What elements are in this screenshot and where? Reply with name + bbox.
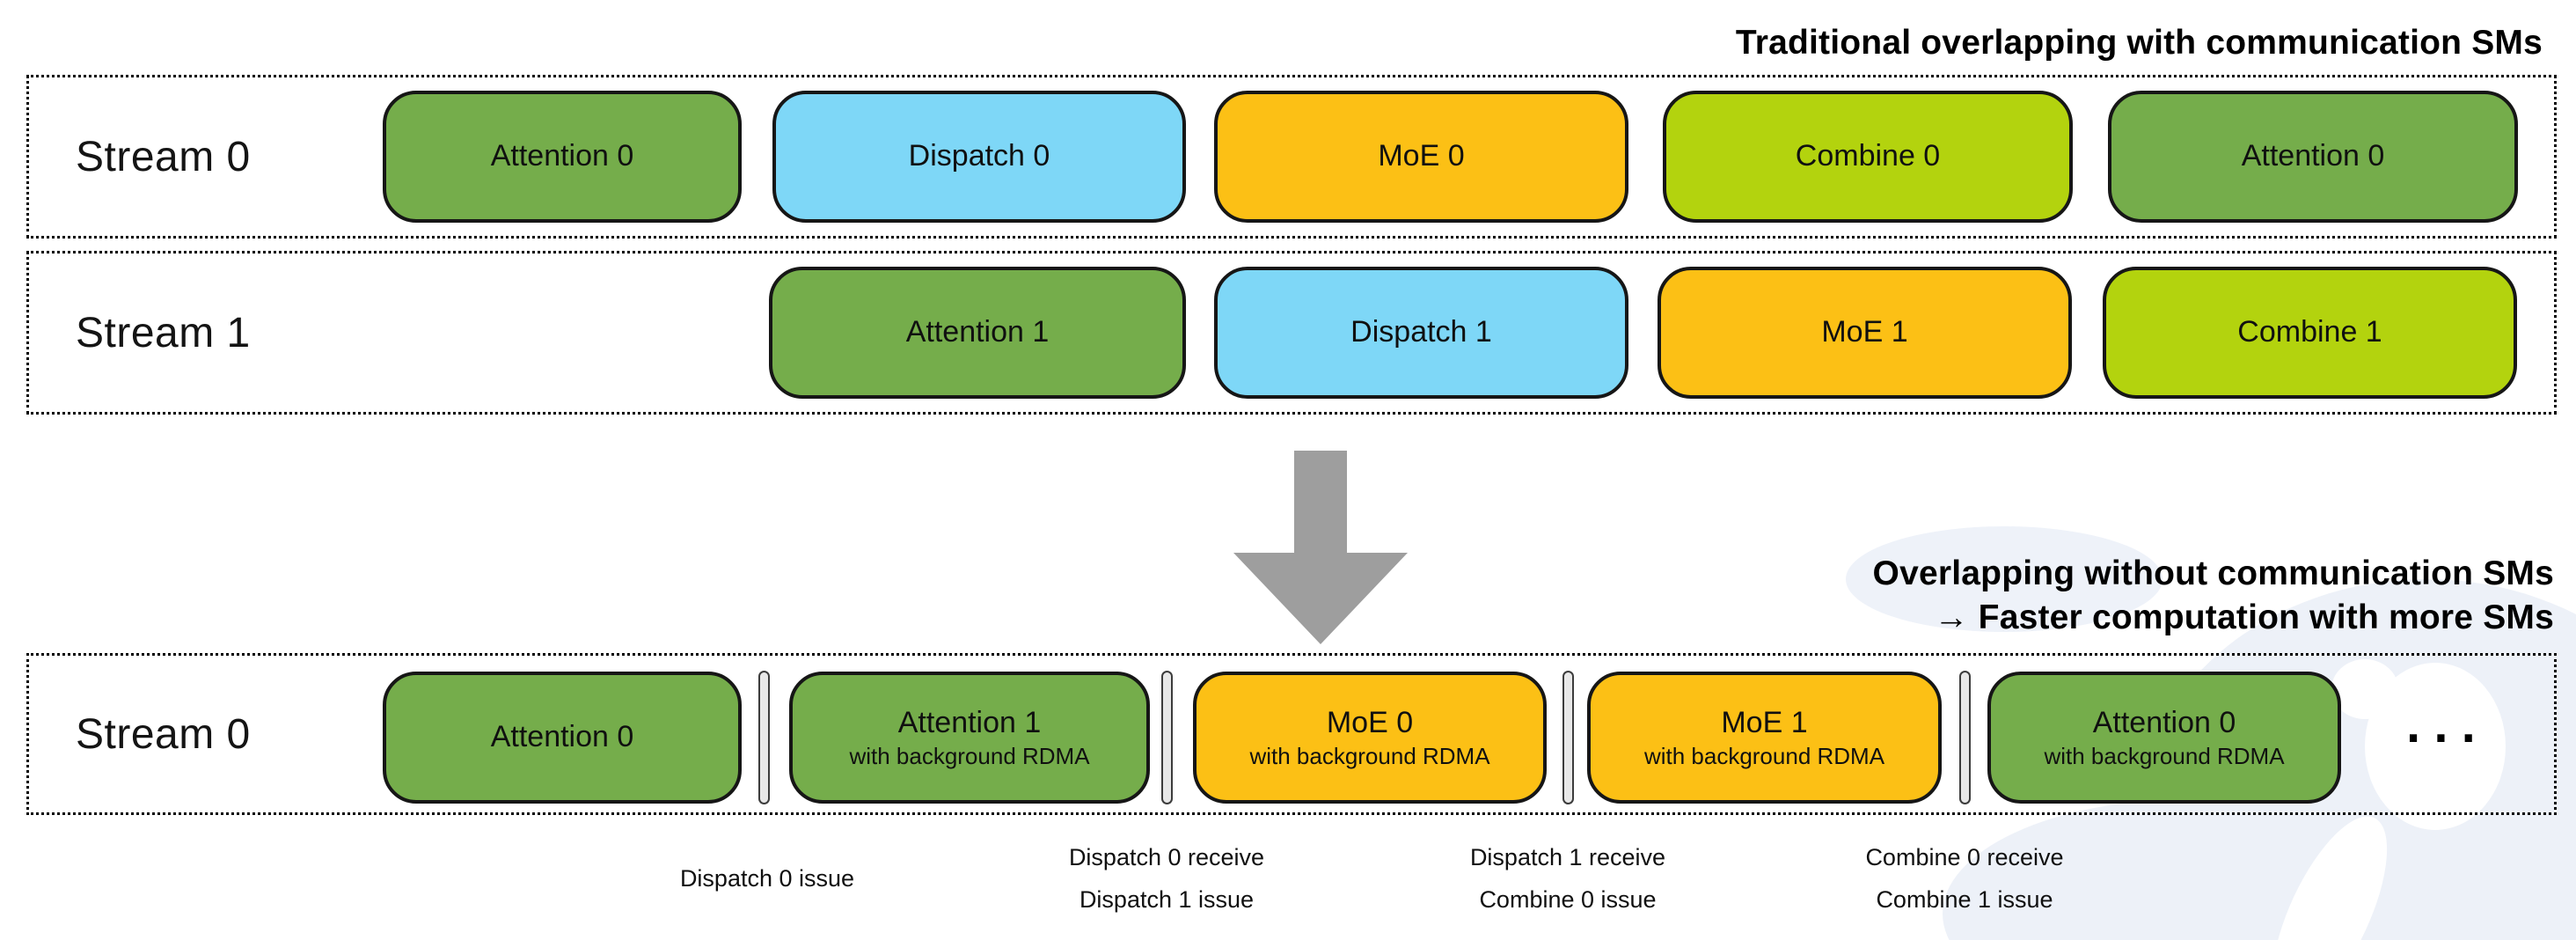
block-moe-1: MoE 1 [1658,267,2072,399]
annotation-line: Combine 1 issue [1876,886,2053,913]
block-attention-0-merged: Attention 0 [383,672,742,804]
separator-pill-1 [758,671,770,804]
bottom-panel-title-line1: Overlapping without communication SMs [1872,554,2554,592]
block-label: Attention 0 [490,720,634,754]
annotation-line: Dispatch 1 receive [1469,844,1666,870]
annotation-dispatch-0-receive: Dispatch 0 receive Dispatch 1 issue [955,834,1378,922]
block-subtitle: with background RDMA [849,743,1090,770]
block-label: MoE 0 [1378,139,1465,173]
down-arrow-shaft [1294,451,1347,554]
block-attention-1-rdma: Attention 1 with background RDMA [789,672,1150,804]
annotation-line: Dispatch 0 receive [1068,844,1265,870]
block-moe-0: MoE 0 [1214,91,1628,223]
separator-pill-3 [1562,671,1574,804]
block-label: Combine 1 [2237,315,2382,349]
block-attention-0-next-rdma: Attention 0 with background RDMA [1987,672,2341,804]
block-subtitle: with background RDMA [1249,743,1490,770]
bottom-panel-title: Overlapping without communication SMs → … [1873,552,2554,640]
block-dispatch-1: Dispatch 1 [1214,267,1628,399]
block-moe-0-rdma: MoE 0 with background RDMA [1193,672,1547,804]
lane-top-stream-1 [26,251,2557,415]
block-attention-1: Attention 1 [769,267,1186,399]
block-label: Attention 0 [2241,139,2385,173]
bottom-panel-title-line2: → Faster computation with more SMs [1934,599,2554,636]
annotation-combine-0-receive: Combine 0 receive Combine 1 issue [1753,834,2176,922]
annotation-line: Dispatch 1 issue [1079,886,1255,913]
annotation-line: Combine 0 issue [1479,886,1657,913]
lane-bottom-stream-0 [26,653,2557,815]
block-subtitle: with background RDMA [2044,743,2285,770]
annotation-dispatch-1-receive: Dispatch 1 receive Combine 0 issue [1357,834,1779,922]
block-combine-0: Combine 0 [1663,91,2073,223]
stream-label-top-0: Stream 0 [76,133,251,180]
block-label: Attention 0 [2092,705,2236,739]
block-attention-0: Attention 0 [383,91,742,223]
annotation-line: Dispatch 0 issue [679,865,855,892]
block-label: MoE 1 [1721,705,1808,739]
separator-pill-4 [1959,671,1971,804]
down-arrow-head [1233,553,1408,644]
block-label: MoE 0 [1326,705,1414,739]
annotation-line: Combine 0 receive [1865,844,2064,870]
block-attention-0-next: Attention 0 [2108,91,2518,223]
stream-label-top-1: Stream 1 [76,309,251,356]
continuation-ellipsis: ··· [2406,709,2489,767]
block-label: MoE 1 [1821,315,1908,349]
top-panel-title: Traditional overlapping with communicati… [1735,24,2543,62]
block-subtitle: with background RDMA [1643,743,1885,770]
block-label: Dispatch 0 [908,139,1050,173]
block-moe-1-rdma: MoE 1 with background RDMA [1587,672,1942,804]
block-label: Attention 0 [490,139,634,173]
block-label: Attention 1 [905,315,1050,349]
annotation-dispatch-0-issue: Dispatch 0 issue [556,834,978,922]
block-label: Dispatch 1 [1350,315,1492,349]
stream-label-bottom-0: Stream 0 [76,710,251,758]
block-dispatch-0: Dispatch 0 [772,91,1186,223]
separator-pill-2 [1161,671,1173,804]
block-combine-1: Combine 1 [2103,267,2517,399]
lane-top-stream-0 [26,75,2557,239]
block-label: Combine 0 [1795,139,1941,173]
block-label: Attention 1 [897,705,1042,739]
